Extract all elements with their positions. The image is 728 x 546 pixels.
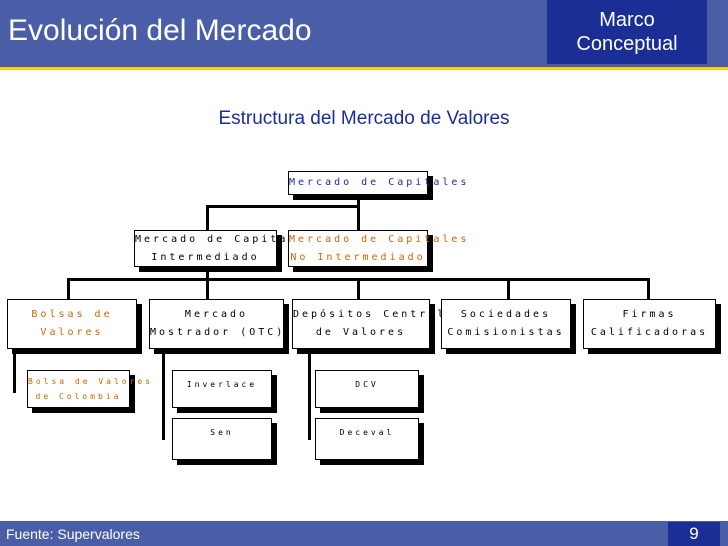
box-depositos-centrales-line1: Depósitos Centrales [293, 309, 465, 320]
box-mercado-capitales: Mercado de Capitales [288, 171, 470, 195]
section-badge-line1: Marco [599, 9, 655, 31]
box-bolsa-colombia-line1: Bolsa de Valores [28, 377, 154, 386]
page-title: Evolución del Mercado [8, 14, 312, 47]
box-bolsas-valores: Bolsas de Valores [7, 299, 137, 349]
box-intermediado-line2: Intermediado [151, 251, 260, 263]
box-sen-label: Sen [210, 428, 234, 437]
box-inverlace-label: Inverlace [186, 380, 258, 389]
box-no-intermediado-line2: No Intermediado [290, 251, 426, 263]
connector-left-drop [206, 205, 209, 230]
connector-drop-bolsas [67, 278, 70, 299]
source-note: Fuente: Supervalores [6, 526, 140, 542]
box-mercado-mostrador-line1: Mercado [184, 309, 249, 320]
connector-drop-depositos [357, 278, 360, 299]
box-intermediado-line1: Mercado de Capitales [135, 233, 316, 245]
box-sociedades-comisionistas-line1: Sociedades [460, 309, 552, 320]
box-no-intermediado-line1: Mercado de Capitales [289, 233, 470, 245]
page-number: 9 [668, 522, 720, 546]
box-sen: Sen [172, 418, 272, 460]
connector-right-drop [357, 205, 360, 230]
box-bolsas-valores-line2: Valores [40, 327, 104, 338]
connector-level2-bar [206, 205, 360, 208]
box-firmas-calificadoras-line1: Firmas [622, 309, 677, 320]
connector-drop-firmas [647, 278, 650, 299]
box-sociedades-comisionistas-line2: Comisionistas [447, 327, 565, 338]
box-mercado-mostrador-line2: Mostrador (OTC) [150, 327, 286, 338]
box-mercado-capitales-label: Mercado de Capitales [289, 177, 470, 188]
connector-level2-down [206, 267, 209, 280]
footer-bar: Fuente: Supervalores [0, 521, 728, 546]
connector-mostrador-children [162, 352, 165, 440]
section-badge: Marco Conceptual [547, 0, 707, 64]
connector-bolsas-child [13, 350, 16, 393]
connector-root-down [357, 195, 360, 207]
box-inverlace: Inverlace [172, 370, 272, 408]
box-deceval-label: Deceval [339, 428, 395, 437]
box-intermediado: Mercado de Capitales Intermediado [134, 230, 316, 267]
header-divider [0, 67, 728, 70]
slide-subtitle: Estructura del Mercado de Valores [218, 108, 510, 129]
box-depositos-centrales-line2: de Valores [315, 327, 407, 338]
box-depositos-centrales: Depósitos Centrales de Valores [292, 299, 465, 349]
box-firmas-calificadoras-line2: Calificadoras [590, 327, 709, 338]
box-no-intermediado: Mercado de Capitales No Intermediado [288, 230, 470, 267]
connector-drop-sociedades [507, 278, 510, 299]
box-deceval: Deceval [315, 418, 419, 460]
box-sociedades-comisionistas: Sociedades Comisionistas [441, 299, 571, 349]
box-dcv: DCV [315, 370, 419, 408]
box-firmas-calificadoras: Firmas Calificadoras [583, 299, 716, 349]
box-bolsas-valores-line1: Bolsas de [31, 309, 113, 320]
box-mercado-mostrador: Mercado Mostrador (OTC) [149, 299, 284, 349]
connector-depositos-children [308, 352, 311, 440]
box-bolsa-colombia-line2: de Colombia [35, 392, 122, 401]
connector-drop-mostrador [206, 278, 209, 299]
box-bolsa-colombia: Bolsa de Valores de Colombia [27, 370, 154, 408]
box-dcv-label: DCV [355, 380, 379, 389]
section-badge-line2: Conceptual [576, 33, 678, 55]
